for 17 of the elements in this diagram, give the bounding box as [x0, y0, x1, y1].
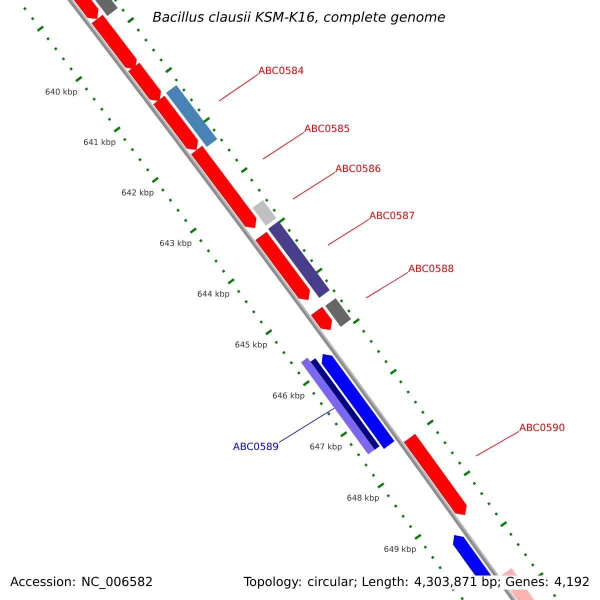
leader-line [292, 172, 336, 200]
gene-label: ABC0584 [258, 66, 304, 74]
footer-text: Accession: NC_006582 [9, 576, 154, 590]
gene-label: ABC0589 [233, 442, 278, 450]
gene-label: ABC0590 [519, 424, 564, 432]
gene-label: ABC0587 [369, 212, 414, 220]
leader-line [366, 272, 408, 298]
footer-text: Topology: circular; Length: 4,303,871 bp; Genes: 4,192 [242, 576, 591, 590]
gene-label: ABC0588 [408, 264, 454, 272]
leader-line [476, 430, 520, 456]
leader-line [218, 74, 258, 102]
gene-label: ABC0586 [335, 164, 380, 172]
leader-line [328, 218, 370, 246]
leader-line [262, 132, 304, 160]
leader-line [278, 408, 335, 443]
gene-label: ABC0585 [304, 124, 350, 132]
title: Bacillus clausii KSM-K16, complete genome [152, 12, 445, 24]
